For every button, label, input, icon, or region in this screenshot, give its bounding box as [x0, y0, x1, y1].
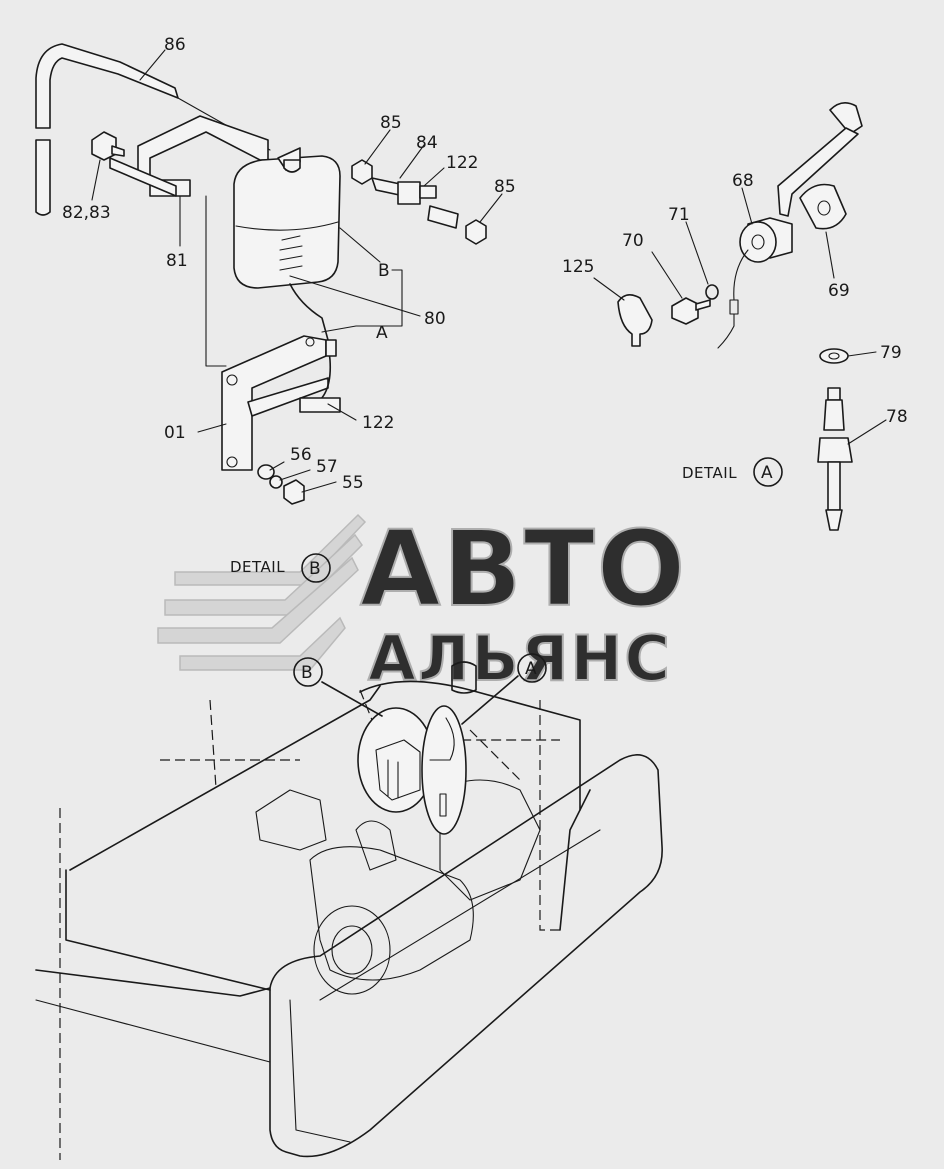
tank-80 — [233, 147, 341, 289]
ring-71 — [705, 284, 719, 300]
machine-body — [35, 680, 663, 1158]
sensor-78 — [817, 387, 853, 531]
bolt-82-83 — [91, 131, 125, 161]
label-85-top: 85 — [380, 113, 402, 133]
callout-b: B — [293, 657, 323, 687]
detail-a-letter: A — [761, 463, 773, 483]
label-86: 86 — [164, 35, 186, 55]
knob-125 — [617, 294, 653, 347]
detail-b-letter: B — [309, 559, 321, 579]
label-122-top: 122 — [446, 153, 478, 173]
label-122-bottom: 122 — [362, 413, 394, 433]
detail-b-oval — [357, 707, 435, 813]
label-57: 57 — [316, 457, 338, 477]
detail-a-label: DETAIL A — [682, 457, 783, 487]
label-A-line: A — [376, 323, 388, 343]
label-85-right: 85 — [494, 177, 516, 197]
leader-lines — [91, 49, 887, 725]
clamp-122b — [289, 283, 341, 413]
tube-84 — [371, 177, 459, 229]
watermark-line1: АВТО — [360, 508, 687, 630]
bolt-55 — [283, 479, 305, 505]
callout-a: A — [517, 653, 547, 683]
detail-a-oval — [421, 705, 467, 835]
label-69: 69 — [828, 281, 850, 301]
label-79: 79 — [880, 343, 902, 363]
label-82-83: 82,83 — [62, 203, 111, 223]
label-01: 01 — [164, 423, 186, 443]
watermark-line2: АЛЬЯНС — [368, 622, 672, 695]
label-78: 78 — [886, 407, 908, 427]
wire-68 — [717, 249, 749, 349]
detail-b-label: DETAIL B — [230, 553, 331, 583]
washer-79 — [819, 348, 849, 364]
bracket-81 — [109, 115, 269, 197]
label-68: 68 — [732, 171, 754, 191]
label-71: 71 — [668, 205, 690, 225]
machine-dashed-lines — [59, 689, 560, 1160]
detail-a-text: DETAIL — [682, 464, 737, 482]
label-56: 56 — [290, 445, 312, 465]
part-labels: 86 82,83 81 85 84 122 85 B 80 A 01 122 5… — [62, 35, 908, 493]
label-125: 125 — [562, 257, 594, 277]
label-81: 81 — [166, 251, 188, 271]
label-80: 80 — [424, 309, 446, 329]
washer-56 — [257, 464, 275, 480]
label-84: 84 — [416, 133, 438, 153]
label-70: 70 — [622, 231, 644, 251]
nut-85a — [351, 159, 373, 185]
screw-70 — [671, 297, 711, 325]
label-B-line: B — [378, 261, 390, 281]
callout-a-letter: A — [525, 659, 537, 679]
detail-b-text: DETAIL — [230, 558, 285, 576]
washer-57 — [269, 475, 283, 489]
flange-69 — [799, 183, 847, 230]
label-55: 55 — [342, 473, 364, 493]
crank-lever-68 — [739, 102, 863, 263]
callout-b-letter: B — [301, 663, 313, 683]
cap-cylinder — [451, 661, 477, 694]
watermark-logo-stripes — [157, 513, 367, 671]
bracket-01 — [205, 195, 329, 471]
watermark: АВТО АЛЬЯНС — [157, 507, 687, 696]
nut-85b — [465, 219, 487, 245]
